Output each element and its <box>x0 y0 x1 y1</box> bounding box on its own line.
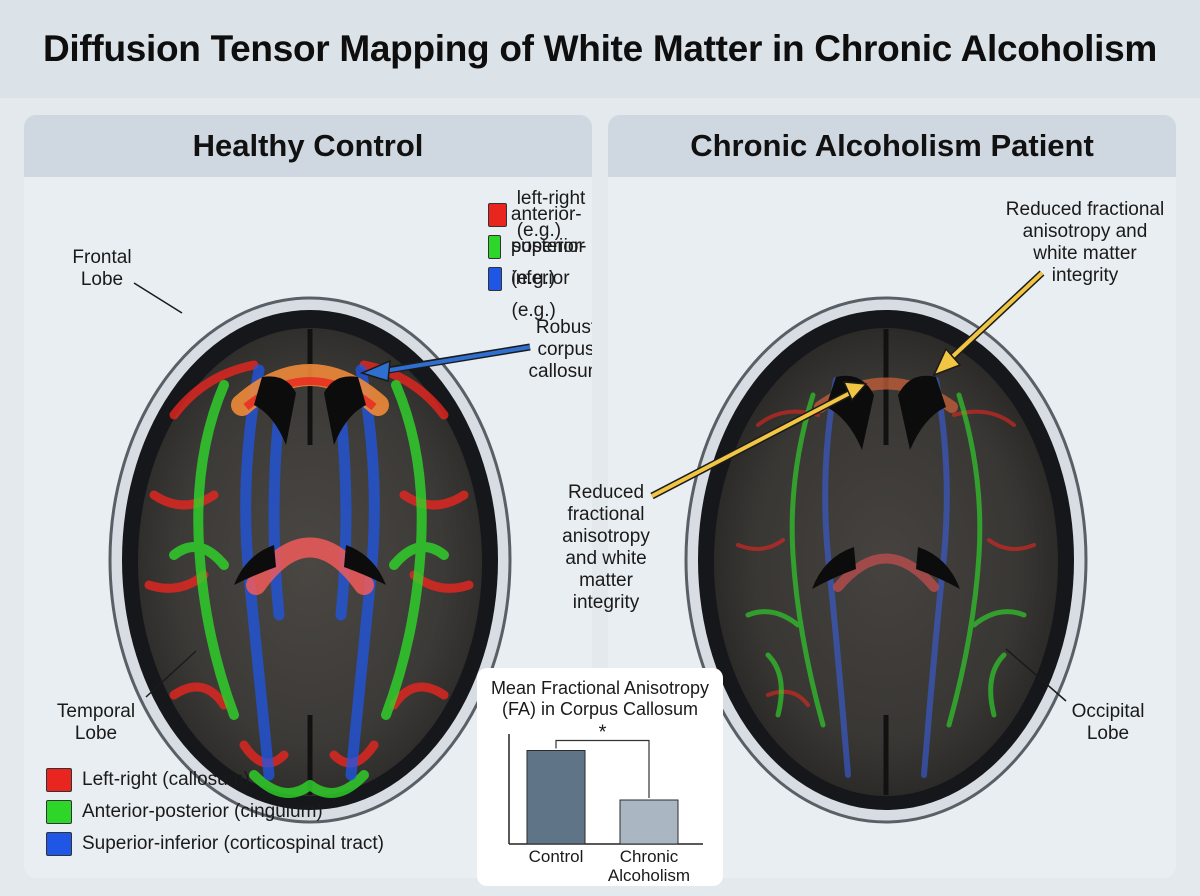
red-swatch <box>488 203 507 227</box>
occipital-callout-line <box>1005 648 1067 702</box>
robust-cc-label: Robust corpus callosum <box>528 317 593 382</box>
frontal-callout-line <box>133 282 183 314</box>
ventricle-left <box>254 376 296 445</box>
fa-chart-box: Mean Fractional Anisotropy (FA) in Corpu… <box>477 668 723 886</box>
legend-item-corticospinal: Superior-inferior (corticospinal tract) <box>46 828 384 860</box>
ventricle-posterior-left <box>812 547 856 589</box>
category-label: Control <box>529 847 584 866</box>
red-swatch <box>46 768 72 792</box>
reduced-fa-mid-label: Reduced fractional anisotropy and white … <box>562 482 650 613</box>
healthy-control-panel: Healthy Control <box>24 115 592 878</box>
green-fibers <box>169 380 449 798</box>
alcoholism-heading: Chronic Alcoholism Patient <box>608 115 1176 177</box>
frontal-lobe-label: Frontal Lobe <box>72 247 132 290</box>
temporal-lobe-label: Temporal Lobe <box>56 701 136 744</box>
direction-legend-bottom: Left-right (callosum) Anterior-posterior… <box>46 764 384 860</box>
page-title: Diffusion Tensor Mapping of White Matter… <box>43 28 1157 69</box>
blue-swatch <box>46 832 72 856</box>
significance-star: * <box>599 722 607 744</box>
healthy-control-heading: Healthy Control <box>24 115 592 177</box>
category-label: Chronic <box>620 847 679 866</box>
corpus-callosum-splenium <box>833 553 939 592</box>
reduced-fa-arrow-top <box>932 270 1045 377</box>
occipital-lobe-label: Occipital Lobe <box>1071 701 1145 744</box>
corpus-callosum-splenium <box>246 537 374 595</box>
bar-control <box>526 750 586 845</box>
ventricle-posterior-right <box>916 547 960 589</box>
legend-item-left-right: left-right (e.g.) <box>488 188 592 241</box>
healthy-brain-diagram <box>108 282 531 824</box>
robust-cc-arrow <box>359 343 531 382</box>
category-label: Alcoholism <box>608 866 690 885</box>
legend-item-cingulum: Anterior-posterior (cingulum) <box>46 796 384 828</box>
legend-item-anterior-posterior: anterior-posterior (e.g.) <box>488 204 592 289</box>
green-swatch <box>46 800 72 824</box>
ventricle-posterior-left <box>234 545 276 585</box>
blue-swatch <box>488 267 502 291</box>
ventricle-right <box>324 376 366 445</box>
legend-item-callosum: Left-right (callosum) <box>46 764 384 796</box>
title-bar: Diffusion Tensor Mapping of White Matter… <box>0 0 1200 98</box>
direction-legend-top: left-right (e.g.) anterior-posterior (e.… <box>488 188 592 321</box>
temporal-callout-line <box>145 650 197 698</box>
ventricle-posterior-right <box>344 545 386 585</box>
fa-chart-title: Mean Fractional Anisotropy (FA) in Corpu… <box>490 678 710 719</box>
reduced-fa-top-label: Reduced fractional anisotropy and white … <box>1005 199 1165 286</box>
ventricle-right <box>898 375 946 450</box>
legend-item-superior-inferior: superior-inferior (e.g.) <box>488 236 592 321</box>
significance-bracket <box>555 739 650 798</box>
green-swatch <box>488 235 501 259</box>
bar-chronic-alcoholism <box>619 799 679 845</box>
